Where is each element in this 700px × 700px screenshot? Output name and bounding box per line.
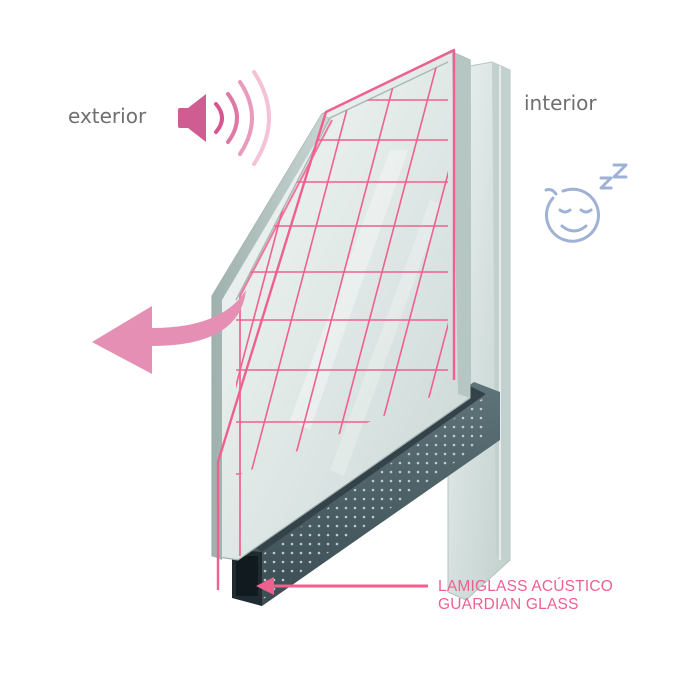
product-name-line2: GUARDIAN GLASS (438, 596, 579, 613)
exterior-label: exterior (68, 104, 147, 128)
interior-label: interior (524, 91, 597, 115)
sleeping-face-icon (544, 163, 628, 243)
exterior-laminated-pane (211, 51, 471, 561)
curved-arrow-icon (92, 290, 246, 374)
interlayer-outline (216, 48, 456, 590)
left-arrow-icon (256, 577, 428, 595)
speaker-sound-waves-icon (178, 70, 271, 166)
product-name-line1: LAMIGLASS ACÚSTICO (438, 578, 614, 595)
